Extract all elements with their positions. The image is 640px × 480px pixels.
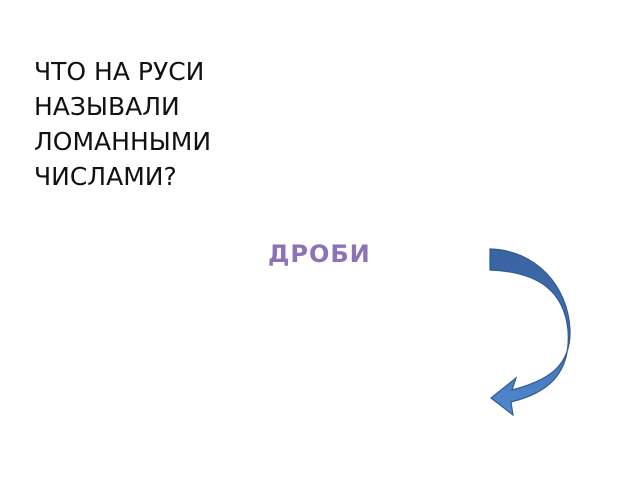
curved-arrow-icon: [489, 248, 571, 417]
question-line-1: ЧТО НА РУСИ: [34, 57, 205, 86]
question-line-3: ЛОМАННЫМИ: [34, 127, 212, 156]
question-line-4: ЧИСЛАМИ?: [34, 162, 177, 191]
answer-text: ДРОБИ: [268, 240, 371, 268]
question-line-2: НАЗЫВАЛИ: [34, 92, 180, 121]
question-text: ЧТО НА РУСИ НАЗЫВАЛИ ЛОМАННЫМИ ЧИСЛАМИ?: [34, 54, 274, 194]
